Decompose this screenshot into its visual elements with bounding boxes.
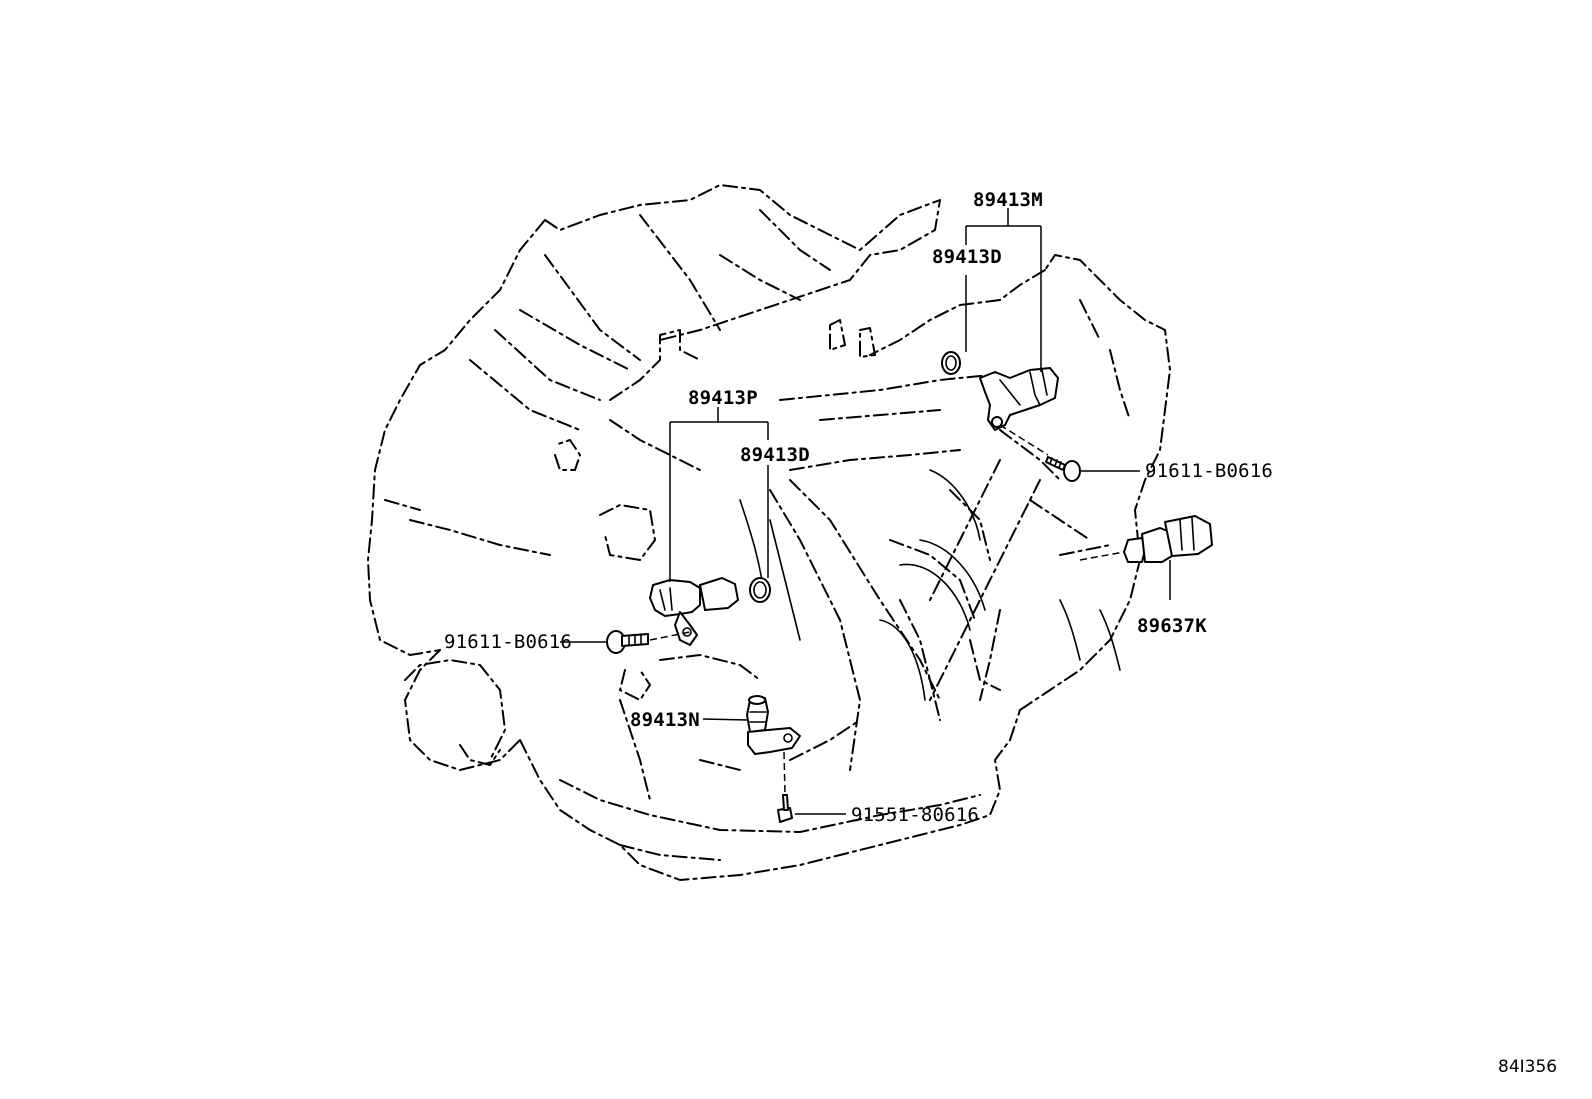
callout-89413D-upper: 89413D	[932, 246, 1002, 268]
illustration-id: 84I356	[1498, 1057, 1557, 1077]
sensor-89413P	[649, 577, 739, 646]
callout-89637K: 89637K	[1137, 615, 1207, 637]
callout-89413P: 89413P	[688, 387, 758, 409]
callout-91551-80616: 91551-80616	[851, 804, 979, 826]
bolt-left	[606, 630, 649, 654]
sensor-89413M	[979, 367, 1059, 431]
leader-lines	[560, 208, 1171, 815]
bolt-right	[1045, 456, 1081, 482]
switch-89637K	[1123, 515, 1213, 563]
o-ring-lower	[749, 577, 771, 603]
transmission-contours	[739, 469, 1121, 701]
callout-89413N: 89413N	[630, 709, 700, 731]
callout-91611-B0616-left: 91611-B0616	[444, 631, 572, 653]
callout-91611-B0616-right: 91611-B0616	[1145, 460, 1273, 482]
o-ring-upper	[941, 351, 961, 375]
callout-89413M: 89413M	[973, 189, 1043, 211]
sensor-89413N	[746, 695, 801, 755]
bolt-bottom	[777, 794, 793, 823]
callout-89413D-lower: 89413D	[740, 444, 810, 466]
transmission-housing	[367, 184, 1171, 881]
